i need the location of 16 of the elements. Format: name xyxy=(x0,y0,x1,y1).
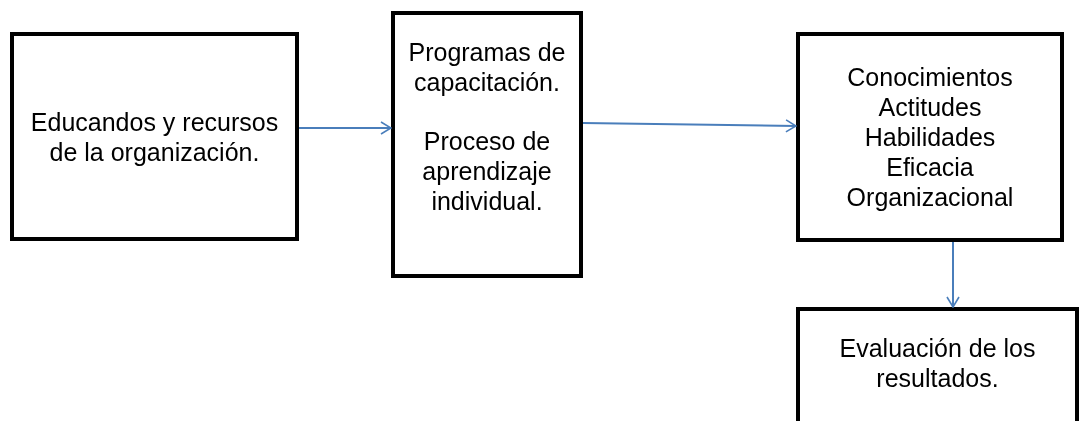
box-text: Eficacia xyxy=(885,152,975,182)
box-text: Programas de capacitación. xyxy=(407,37,567,97)
box-text: Conocimientos xyxy=(846,62,1014,92)
process-box xyxy=(391,11,583,278)
box-text: Habilidades xyxy=(863,122,997,152)
box-text: Educandos y recursos de la organización. xyxy=(29,106,280,167)
box-text: Organizacional xyxy=(845,182,1015,212)
process-box xyxy=(796,307,1079,421)
process-box xyxy=(10,32,299,241)
arrow xyxy=(946,241,960,308)
process-box xyxy=(796,32,1064,242)
box-text: Evaluación de los resultados. xyxy=(838,333,1037,393)
arrow xyxy=(582,119,797,133)
arrow xyxy=(298,121,392,135)
box-text: Proceso de aprendizaje individual. xyxy=(421,126,553,216)
box-text: Actitudes xyxy=(877,92,983,122)
